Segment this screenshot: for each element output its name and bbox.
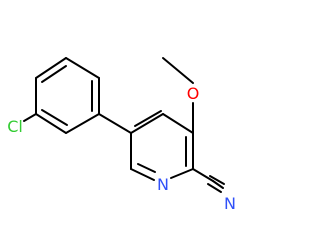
bond [170, 168, 194, 179]
nitrile-nitrogen-label: N [224, 194, 236, 213]
bond [23, 113, 37, 122]
bond [130, 113, 164, 134]
bond [162, 113, 194, 134]
bond [137, 163, 156, 173]
atom-labels: Cl O N N [7, 84, 236, 213]
bond [162, 57, 194, 84]
bond [212, 180, 224, 189]
pyridine-nitrogen-label: N [157, 175, 169, 194]
bond [98, 113, 132, 134]
bond [65, 113, 100, 134]
bond [207, 183, 222, 193]
chlorine-label: Cl [7, 117, 23, 136]
molecule-structure: Cl O N N [7, 57, 236, 213]
bond [130, 168, 155, 181]
bonds [23, 57, 225, 193]
bond [65, 57, 100, 79]
bond [35, 113, 67, 134]
oxygen-label: O [187, 84, 200, 103]
bond [41, 109, 68, 126]
bond [41, 65, 67, 83]
bond [192, 168, 214, 182]
bond [134, 110, 162, 127]
bond [209, 175, 225, 185]
bond [35, 57, 67, 79]
